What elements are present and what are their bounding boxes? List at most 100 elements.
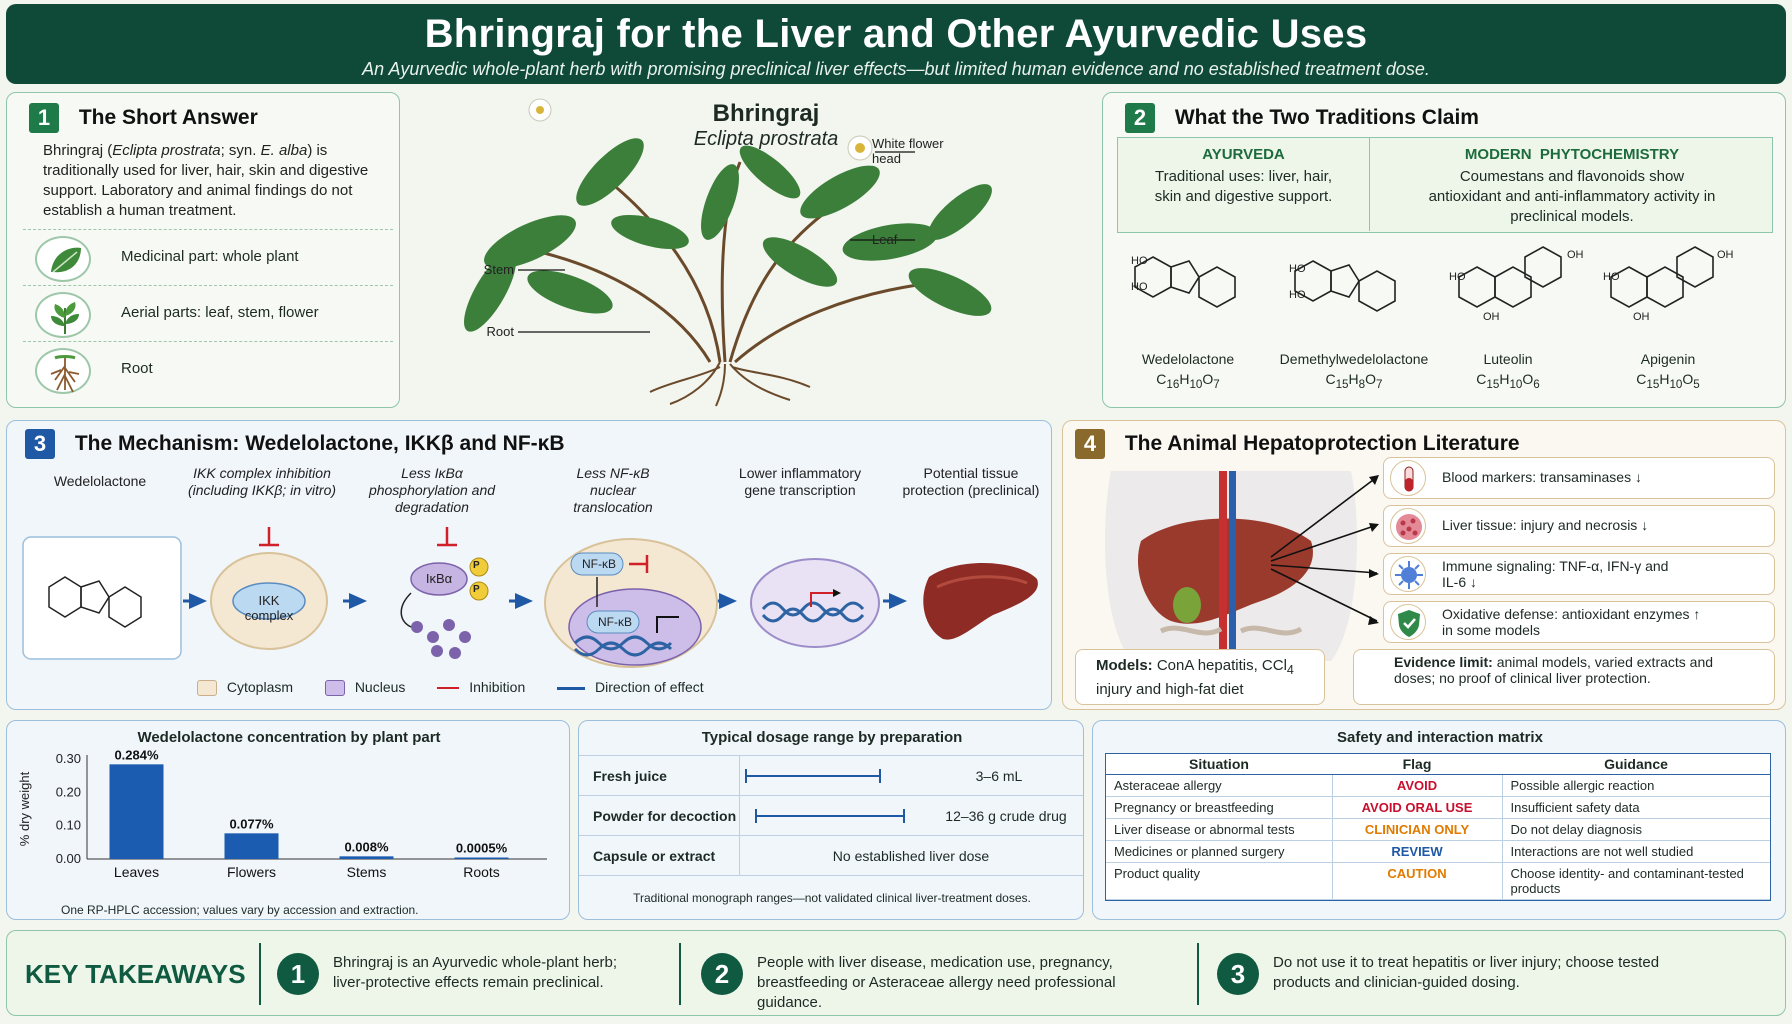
mechanism-step-3: Less IκBα phosphorylation and degradatio… — [368, 465, 496, 515]
safety-guidance: Choose identity- and contaminant-tested … — [1502, 862, 1770, 900]
dosage-row: Fresh juice 3–6 mL — [579, 756, 1083, 796]
y-tick-label: 0.30 — [56, 751, 81, 766]
finding-text: Blood markers: transaminases ↓ — [1442, 469, 1642, 485]
chem-label-ho: HO — [1131, 255, 1148, 267]
bar-data-label: 0.284% — [114, 747, 159, 762]
finding-item: Blood markers: transaminases ↓ — [1383, 457, 1775, 499]
safety-title: Safety and interaction matrix — [1337, 729, 1543, 746]
section-number-3: 3 — [25, 429, 55, 459]
plant-name: Bhringraj — [712, 100, 820, 127]
short-answer-title: The Short Answer — [78, 106, 258, 129]
safety-situation: Liver disease or abnormal tests — [1106, 818, 1333, 841]
ayurveda-text: Traditional uses: liver, hair, skin and … — [1154, 168, 1333, 205]
compound-formula: C15H8O7 — [1325, 371, 1383, 391]
phosphate-label: P — [473, 584, 480, 595]
models-label: Models: — [1096, 657, 1153, 674]
finding-text: Oxidative defense: antioxidant enzymes ↑… — [1442, 606, 1701, 638]
findings-list: Blood markers: transaminases ↓ Liver tis… — [1383, 457, 1775, 643]
chem-label-oh: OH — [1483, 311, 1500, 323]
plant-latin-name: Eclipta prostrata — [693, 128, 839, 150]
legend-cytoplasm: Cytoplasm — [226, 679, 294, 695]
compound-structures — [1134, 246, 1714, 312]
dosage-prep: Powder for decoction — [593, 808, 737, 824]
plant-part-label: Medicinal part: whole plant — [121, 248, 299, 265]
chart-title: Wedelolactone concentration by plant par… — [137, 729, 441, 746]
mechanism-title: The Mechanism: Wedelolactone, IKKβ and N… — [74, 432, 565, 455]
safety-panel: Safety and interaction matrix Situation … — [1092, 720, 1786, 920]
plant-illustration: Bhringraj Eclipta prostrata — [420, 92, 1080, 408]
safety-flag: CLINICIAN ONLY — [1332, 818, 1503, 841]
finding-item: Immune signaling: TNF-α, IFN-γ and IL-6 … — [1383, 553, 1775, 595]
ikba-label: IκBα — [425, 571, 453, 586]
immune-cell-icon — [1390, 556, 1426, 592]
plant-part-row-aerial: Aerial parts: leaf, stem, flower — [23, 285, 393, 341]
nfkb-cytoplasm-label: NF-κB — [582, 557, 616, 571]
safety-header-situation: Situation — [1106, 754, 1332, 775]
traditions-compare-box: AYURVEDA Traditional uses: liver, hair, … — [1117, 137, 1773, 233]
compound-wedelolactone: Wedelolactone C16H10O7 — [1123, 349, 1253, 395]
root-icon — [35, 348, 91, 394]
liver-anatomy-illustration — [1105, 471, 1357, 661]
nfkb-nucleus-label: NF-κB — [598, 615, 632, 629]
chart-footnote: One RP-HPLC accession; values vary by ac… — [61, 903, 419, 917]
x-tick-label: Leaves — [114, 864, 159, 880]
legend-inhibition: Inhibition — [469, 679, 526, 695]
shield-icon — [1390, 604, 1426, 640]
short-answer-text: Bhringraj (Eclipta prostrata; syn. E. al… — [43, 142, 369, 219]
section-number-1: 1 — [29, 103, 59, 133]
bar-data-label: 0.0005% — [456, 841, 508, 856]
takeaway-number-2: 2 — [701, 953, 743, 995]
traditions-panel: 2 What the Two Traditions Claim AYURVEDA… — [1102, 92, 1786, 408]
legend-direction: Direction of effect — [595, 679, 704, 695]
chem-label-ho: HO — [1289, 289, 1306, 301]
legend-swatch-cytoplasm — [197, 680, 217, 697]
evidence-text: animal models, varied extracts and doses… — [1394, 654, 1714, 686]
animal-literature-panel: 4 The Animal Hepatoprotection Literature… — [1062, 420, 1786, 710]
plant-part-row-whole: Medicinal part: whole plant — [23, 229, 393, 285]
header-banner: Bhringraj for the Liver and Other Ayurve… — [6, 4, 1786, 84]
mechanism-step-1: Wedelolactone — [53, 473, 147, 489]
models-text: ConA hepatitis, CCl — [1156, 657, 1287, 674]
section-number-2: 2 — [1125, 103, 1155, 133]
chem-label-oh: OH — [1633, 311, 1650, 323]
bar-flowers — [224, 833, 279, 859]
safety-header-flag: Flag — [1332, 754, 1502, 775]
compound-formula: C15H10O6 — [1476, 371, 1540, 391]
y-tick-label: 0.20 — [56, 784, 81, 799]
bar-roots — [454, 857, 509, 859]
mechanism-panel: 3 The Mechanism: Wedelolactone, IKKβ and… — [6, 420, 1052, 710]
callout-flower: White flower head — [872, 136, 944, 166]
compound-formula: C15H10O5 — [1636, 371, 1700, 391]
safety-matrix: Situation Flag Guidance Asteraceae aller… — [1105, 753, 1771, 901]
ayurveda-heading: AYURVEDA — [1202, 146, 1285, 163]
safety-situation: Product quality — [1106, 862, 1333, 900]
phosphate-label: P — [473, 560, 480, 571]
mechanism-diagram — [22, 527, 1038, 668]
finding-arrows — [1270, 475, 1379, 625]
y-axis-label: % dry weight — [17, 771, 32, 846]
modern-text: Coumestans and flavonoids show antioxida… — [1428, 168, 1716, 225]
safety-flag: AVOID — [1332, 774, 1503, 797]
dosage-range: No established liver dose — [832, 848, 990, 864]
safety-guidance: Possible allergic reaction — [1502, 774, 1770, 797]
bar-data-label: 0.077% — [229, 816, 274, 831]
x-tick-label: Roots — [463, 864, 500, 880]
bar-leaves — [109, 764, 164, 859]
chem-label-ho: HO — [1131, 281, 1148, 293]
dosage-row: Powder for decoction 12–36 g crude drug — [579, 796, 1083, 836]
test-tube-icon — [1390, 460, 1426, 496]
safety-situation: Pregnancy or breastfeeding — [1106, 796, 1333, 819]
legend-swatch-direction — [557, 686, 586, 690]
evidence-limit-box: Evidence limit: animal models, varied ex… — [1353, 649, 1775, 705]
chem-label-ho: HO — [1449, 271, 1466, 283]
modern-heading: MODERN PHYTOCHEMISTRY — [1464, 146, 1680, 163]
mechanism-legend: Cytoplasm Nucleus Inhibition Direction o… — [197, 679, 704, 697]
safety-guidance: Insufficient safety data — [1502, 796, 1770, 819]
chem-label-ho: HO — [1289, 263, 1306, 275]
